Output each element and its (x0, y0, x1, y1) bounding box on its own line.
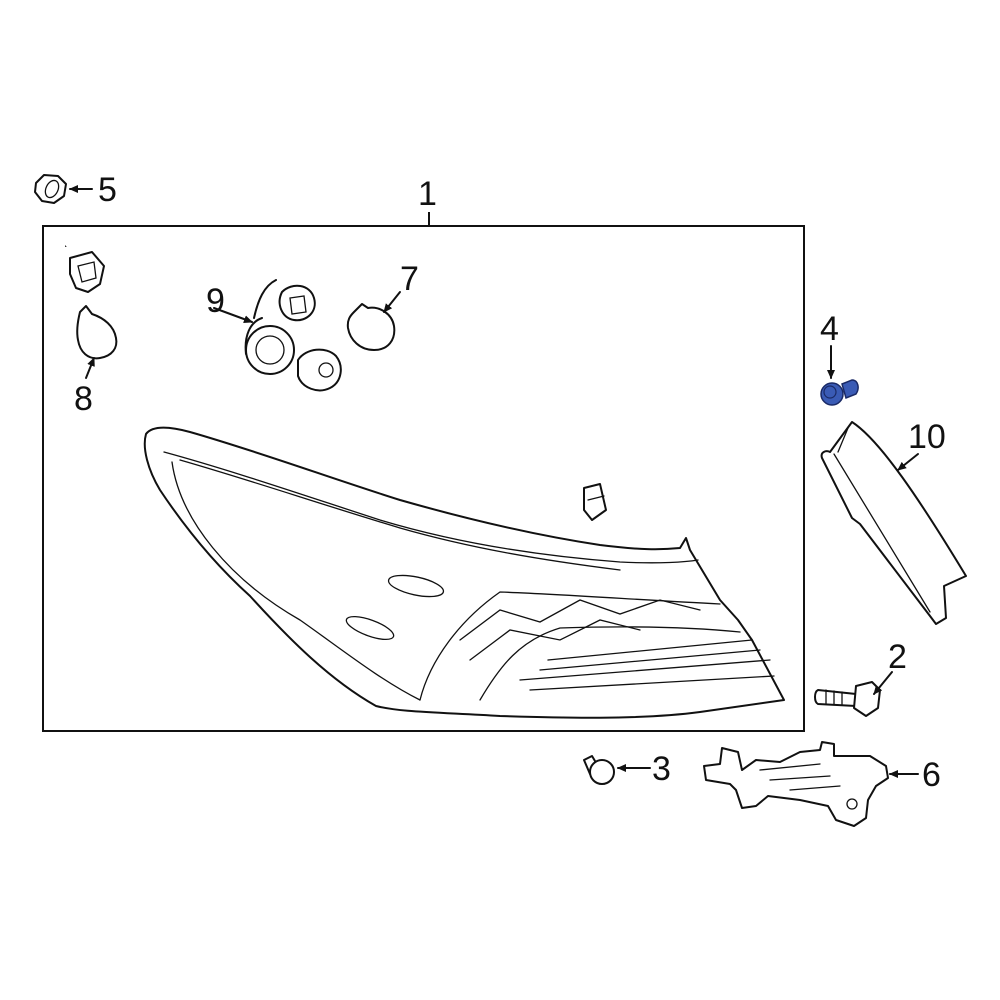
tail-lamp-icon[interactable] (143, 426, 785, 719)
callout-1[interactable]: 1 (418, 175, 437, 213)
callout-3[interactable]: 3 (652, 750, 671, 788)
bracket-icon[interactable] (703, 741, 889, 827)
callout-7[interactable]: 7 (400, 260, 419, 298)
bulb-icon[interactable] (76, 305, 118, 360)
callout-6[interactable]: 6 (922, 756, 941, 794)
callout-9[interactable]: 9 (206, 282, 225, 320)
callout-4[interactable]: 4 (820, 310, 839, 348)
cap-icon[interactable] (346, 303, 396, 351)
svg-text:1: 1 (418, 175, 437, 213)
cover-trim-icon[interactable] (820, 421, 967, 625)
retainer-clip-icon[interactable] (820, 379, 859, 406)
callout-10[interactable]: 10 (908, 418, 946, 456)
wire-harness-icon[interactable] (64, 240, 607, 521)
nut-icon[interactable] (34, 174, 67, 204)
assembly-box (42, 212, 805, 732)
callout-2[interactable]: 2 (888, 638, 907, 676)
bolt-icon[interactable] (814, 681, 881, 717)
callout-8[interactable]: 8 (74, 380, 93, 418)
clip-icon[interactable] (583, 755, 615, 785)
callout-5[interactable]: 5 (98, 171, 117, 209)
